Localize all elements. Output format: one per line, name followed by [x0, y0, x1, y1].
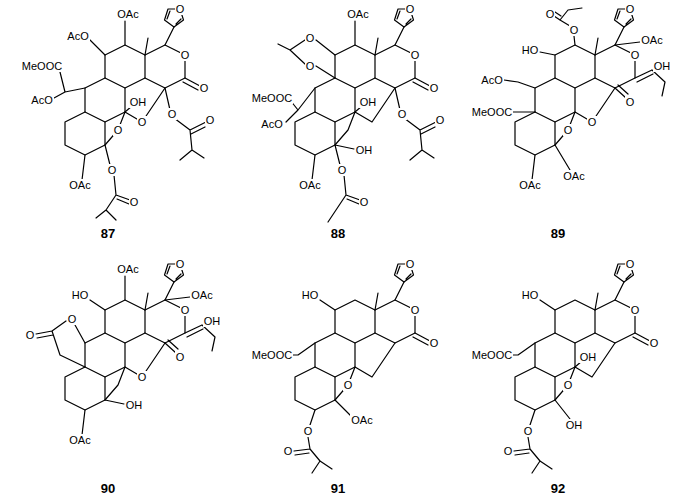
atom-label: MeOOC	[251, 349, 293, 361]
atom-label: O	[405, 3, 416, 15]
atom-label: O	[175, 3, 186, 15]
atom-label: O	[503, 445, 514, 457]
atom-label: O	[625, 96, 636, 108]
atom-label: O	[129, 196, 140, 208]
atom-label: HO	[521, 289, 540, 301]
atom-label: O	[587, 116, 598, 128]
atom-label: MeOOC	[251, 92, 293, 104]
atom-label: OH	[203, 315, 222, 327]
atom-label: O	[405, 258, 416, 270]
atom-label: O	[25, 329, 36, 341]
atom-label: HO	[301, 289, 320, 301]
atom-label: OAc	[190, 289, 213, 301]
atom-label: OH	[355, 144, 374, 156]
atom-label: O	[303, 425, 314, 437]
atom-label: O	[410, 49, 421, 61]
atom-label: O	[397, 108, 408, 120]
atom-label: OAc	[350, 414, 373, 426]
atom-label: O	[67, 313, 78, 325]
atom-label: O	[429, 82, 440, 94]
atom-label: O	[429, 337, 440, 349]
atom-label: O	[625, 3, 636, 15]
atom-label: OAc	[640, 34, 663, 46]
atom-label: O	[410, 304, 421, 316]
atom-label: HO	[71, 289, 90, 301]
compound-number: 87	[100, 227, 116, 241]
atom-label: OH	[129, 96, 148, 108]
compound-91	[292, 264, 430, 473]
atom-label: O	[305, 32, 316, 44]
atom-label: OAc	[116, 8, 139, 20]
atom-label: O	[563, 379, 574, 391]
atom-label: OAc	[518, 179, 541, 191]
atom-label: O	[649, 337, 660, 349]
atom-label: O	[175, 258, 186, 270]
atom-label: O	[180, 49, 191, 61]
atom-label: OAc	[298, 179, 321, 191]
atom-label: O	[113, 124, 124, 136]
atom-label: O	[305, 60, 316, 72]
atom-label: HO	[521, 44, 540, 56]
atom-label: O	[137, 116, 148, 128]
atom-label: OAc	[68, 434, 91, 446]
atom-label: O	[137, 371, 148, 383]
compound-number: 88	[330, 227, 346, 241]
atom-label: O	[359, 196, 370, 208]
compound-87	[54, 9, 206, 220]
atom-label: AcO	[30, 94, 53, 106]
atom-label: AcO	[66, 30, 89, 42]
atom-label: MeOOC	[471, 349, 513, 361]
atom-label: O	[523, 425, 534, 437]
atom-label: O	[630, 49, 641, 61]
atom-label: O	[337, 164, 348, 176]
atom-label: OH	[653, 60, 672, 72]
atom-label: OH	[359, 96, 378, 108]
compound-92	[512, 264, 650, 473]
compound-number: 91	[330, 482, 346, 496]
atom-label: O	[545, 8, 556, 20]
atom-label: OH	[579, 351, 598, 363]
atom-label: O	[630, 304, 641, 316]
atom-label: OAc	[562, 170, 585, 182]
atom-label: O	[107, 164, 118, 176]
atom-label: O	[435, 114, 446, 126]
compound-89	[504, 8, 665, 180]
atom-label: MeOOC	[471, 106, 513, 118]
atom-label: O	[199, 82, 210, 94]
compound-number: 92	[550, 482, 566, 496]
atom-label: O	[569, 24, 580, 36]
compound-number: 89	[550, 227, 566, 241]
atom-label: OAc	[346, 8, 369, 20]
compound-88	[278, 9, 436, 222]
atom-label: OAc	[116, 263, 139, 275]
compound-number: 90	[100, 482, 116, 496]
atom-label: O	[283, 445, 294, 457]
atom-label: AcO	[480, 74, 503, 86]
atom-label: OH	[565, 419, 584, 431]
atom-label: O	[563, 124, 574, 136]
atom-label: O	[180, 304, 191, 316]
atom-label: O	[167, 108, 178, 120]
compound-90	[36, 264, 215, 435]
atom-label: OH	[125, 399, 144, 411]
atom-label: MeOOC	[21, 60, 63, 72]
atom-label: O	[175, 351, 186, 363]
atom-label: O	[625, 258, 636, 270]
atom-label: O	[205, 114, 216, 126]
atom-label: AcO	[260, 118, 283, 130]
atom-label: OAc	[68, 179, 91, 191]
atom-label: O	[343, 379, 354, 391]
